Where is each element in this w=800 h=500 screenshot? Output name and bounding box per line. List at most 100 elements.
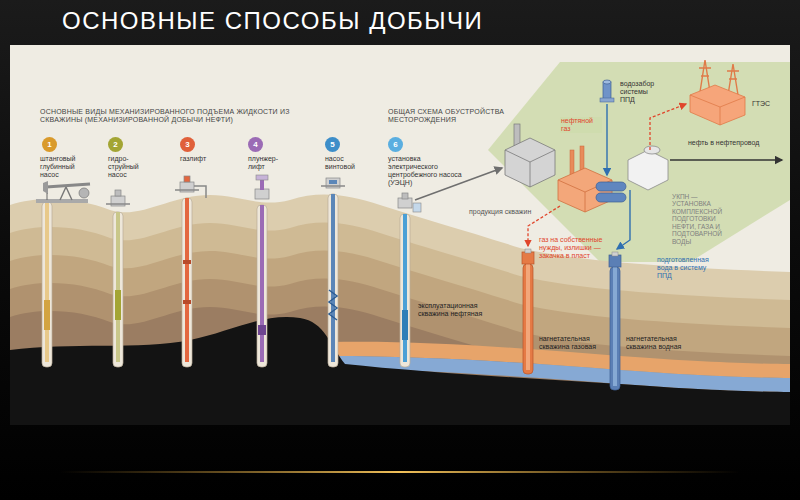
callout-number: 1 <box>47 141 51 149</box>
power-plant-part <box>690 95 745 125</box>
water-intake-part <box>603 82 611 100</box>
wellheads-part <box>413 203 421 212</box>
ukpn-buildings-part <box>514 124 520 146</box>
wellheads-part <box>525 249 531 253</box>
callout-circle: 5 <box>325 137 340 152</box>
well-pipes-part <box>113 212 123 367</box>
text-label: гидро-струйный насос <box>108 155 148 179</box>
ukpn-buildings-part <box>570 150 574 176</box>
text-label: газ на собственные нужды, излишки — зака… <box>539 236 604 260</box>
well-pipes <box>42 194 620 390</box>
wellheads-part <box>609 255 621 267</box>
text-label: ОСНОВНЫЕ ВИДЫ МЕХАНИЗИРОВАННОГО ПОДЪЕМА … <box>40 108 290 124</box>
callout-number: 4 <box>253 141 257 149</box>
water-intake-part <box>603 80 611 84</box>
callout-number: 2 <box>113 141 117 149</box>
wellheads-part <box>256 175 268 180</box>
power-plant <box>690 60 745 125</box>
wellheads-part <box>46 184 90 187</box>
text-label: подготовленная вода в систему ППД <box>657 256 721 280</box>
wellheads-part <box>321 185 345 187</box>
text-label: ГТЭС <box>752 100 786 108</box>
water-intake-part <box>600 98 614 102</box>
text-label: нагнетательная скважина газовая <box>539 335 603 351</box>
wellheads-part <box>60 187 72 200</box>
wellheads-part <box>175 186 206 198</box>
ukpn-buildings-part <box>596 182 626 191</box>
callout-circle: 3 <box>180 137 195 152</box>
wellheads-part <box>329 180 337 184</box>
text-label: плунжер-лифт <box>248 155 286 171</box>
wellheads-part <box>79 188 89 198</box>
well-pipes-part <box>45 202 49 362</box>
callout-number: 6 <box>393 141 397 149</box>
ukpn-buildings-part <box>505 138 555 187</box>
well-pipes-part <box>613 267 617 386</box>
well-pipes-part <box>185 198 189 362</box>
slide-title: ОСНОВНЫЕ СПОСОБЫ ДОБЫЧИ <box>62 7 483 36</box>
text-label: ОБЩАЯ СХЕМА ОБУСТРОЙСТВА МЕСТОРОЖДЕНИЯ <box>388 108 508 124</box>
water-intake <box>600 80 614 102</box>
ukpn-buildings <box>505 124 668 212</box>
wellheads-part <box>36 199 88 203</box>
field-scene <box>10 60 790 425</box>
well-pipes-part <box>523 264 533 374</box>
well-pipes-part <box>328 194 338 367</box>
well-pipes-part <box>116 212 120 362</box>
wellheads-part <box>106 203 130 205</box>
text-label: насос винтовой <box>325 155 363 171</box>
callout-number: 5 <box>330 141 334 149</box>
callout-circle: 1 <box>42 137 57 152</box>
wellheads-part <box>115 190 121 196</box>
ukpn-buildings-part <box>644 146 660 154</box>
well-pipes-part <box>403 214 407 362</box>
well-pipes-part <box>329 290 337 320</box>
ukpn-buildings-part <box>628 150 668 190</box>
gold-rule <box>60 471 740 473</box>
text-label: нагнетательная скважина водная <box>626 335 690 351</box>
well-pipes-part <box>526 264 530 370</box>
oil-pipeline-flow <box>670 159 782 160</box>
well-pipes-part <box>115 290 121 320</box>
callout-circle: 4 <box>248 137 263 152</box>
water-intake-flow <box>606 104 607 175</box>
sky-panel <box>10 45 790 425</box>
text-label: УКПН — УСТАНОВКА КОМПЛЕКСНОЙ ПОДГОТОВКИ … <box>672 193 736 245</box>
callout-circle: 2 <box>108 137 123 152</box>
wellheads-part <box>47 193 48 200</box>
callout-circle: 6 <box>388 137 403 152</box>
wellheads <box>36 175 621 267</box>
text-label: установка электрического центробежного н… <box>388 155 472 187</box>
text-label: нефть в нефтепровод <box>688 139 784 147</box>
callout-number: 3 <box>185 141 189 149</box>
well-pipes-part <box>44 300 50 330</box>
well-pipes-part <box>331 194 335 362</box>
wellheads-part <box>522 252 534 264</box>
well-pipes-part <box>42 202 52 367</box>
ukpn-buildings-part <box>505 150 555 187</box>
well-pipes-part <box>610 267 620 390</box>
well-pipes-part <box>183 300 191 304</box>
text-label: эксплуатационная скважина нефтяная <box>418 302 484 318</box>
wellheads-part <box>184 176 190 182</box>
power-plant-part <box>690 85 745 125</box>
gas-to-power-flow <box>650 104 686 150</box>
wellheads-part <box>43 181 48 194</box>
well-pipes-part <box>260 205 264 362</box>
well-pipes-part <box>182 198 192 367</box>
wellheads-part <box>398 198 412 208</box>
water-injection-flow <box>617 190 630 249</box>
well-pipes-part <box>257 205 267 367</box>
wellheads-part <box>612 252 618 256</box>
well-pipes-part <box>402 310 408 340</box>
well-pipes-part <box>183 260 191 264</box>
well-pipes-part <box>400 214 410 367</box>
text-label: продукция скважин <box>468 208 532 216</box>
ukpn-buildings-part <box>596 193 626 202</box>
wellheads-part <box>402 193 408 199</box>
well-pipes-part <box>258 325 266 335</box>
text-label: водозабор системы ППД <box>620 80 664 104</box>
